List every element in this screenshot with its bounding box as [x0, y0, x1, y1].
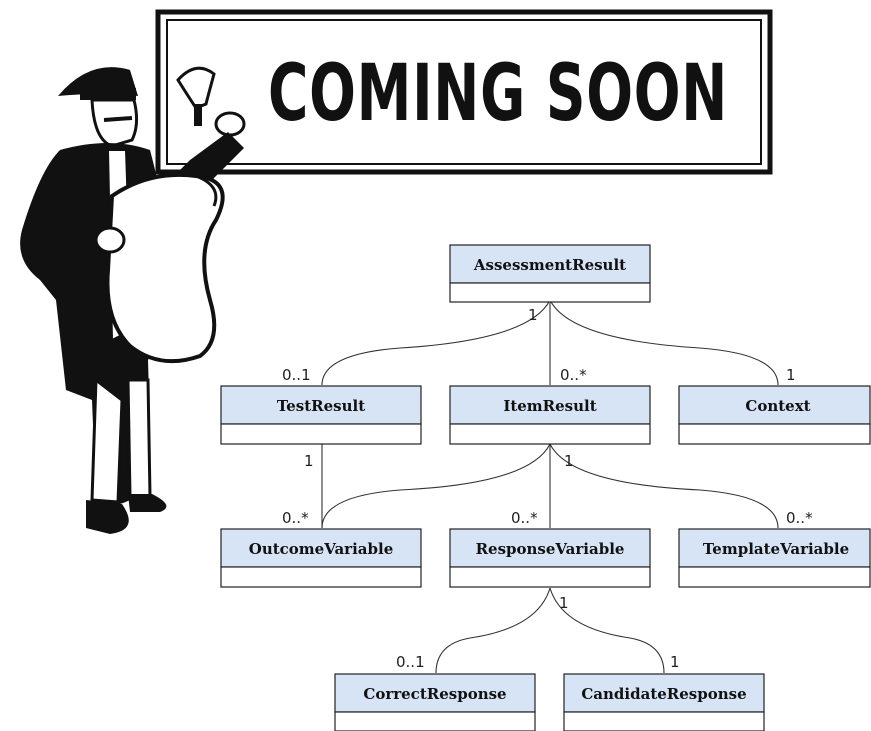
class-template-variable: TemplateVariable — [678, 528, 871, 588]
scroll-icon — [105, 172, 225, 364]
sign-inner-frame — [166, 19, 762, 165]
class-outcome-variable: OutcomeVariable — [220, 528, 422, 588]
class-name: ItemResult — [503, 397, 596, 415]
assoc-ar-testresult — [321, 299, 551, 386]
town-crier-illustration — [20, 66, 246, 534]
class-context: Context — [678, 385, 871, 445]
mult-rv-source: 1 — [559, 594, 569, 612]
mult-tr-source: 1 — [304, 452, 314, 470]
mult-ar-source: 1 — [528, 306, 538, 324]
class-item-result: ItemResult — [449, 385, 651, 445]
class-response-variable: ResponseVariable — [449, 528, 651, 588]
class-name: CorrectResponse — [363, 685, 506, 703]
sign-text: COMING SOON — [268, 49, 728, 139]
cap-icon — [58, 67, 138, 100]
class-test-result: TestResult — [220, 385, 422, 445]
assoc-ar-context — [549, 299, 779, 386]
uml-associations — [321, 299, 779, 674]
assoc-ir-outcome — [321, 443, 551, 529]
mult-rv-correct: 0..1 — [396, 653, 425, 671]
class-correct-response: CorrectResponse — [334, 673, 536, 731]
coming-soon-sign: COMING SOON — [155, 9, 773, 175]
class-name: AssessmentResult — [473, 256, 626, 274]
assoc-rv-correct — [435, 587, 551, 674]
class-assessment-result: AssessmentResult — [449, 244, 651, 303]
mult-ir-source: 1 — [564, 452, 574, 470]
mult-ar-testresult: 0..1 — [282, 366, 311, 384]
class-name: TemplateVariable — [703, 540, 849, 558]
assoc-rv-candidate — [549, 587, 665, 674]
mult-rv-candidate: 1 — [670, 653, 680, 671]
assoc-ir-template — [549, 443, 779, 529]
class-candidate-response: CandidateResponse — [563, 673, 765, 731]
class-name: CandidateResponse — [581, 685, 746, 703]
mult-ir-outcome: 0..* — [511, 509, 538, 527]
mult-ar-context: 1 — [786, 366, 796, 384]
mult-ar-itemresult: 0..* — [560, 366, 587, 384]
mult-ir-template: 0..* — [786, 509, 813, 527]
sign-outer-frame — [155, 9, 773, 175]
multiplicity-labels: 1 0..1 0..* 1 1 0..* 1 0..* 0..* 1 0..1 … — [282, 306, 813, 671]
class-name: ResponseVariable — [476, 540, 625, 558]
class-name: TestResult — [277, 397, 365, 415]
mult-tr-outcome: 0..* — [282, 509, 309, 527]
class-name: OutcomeVariable — [249, 540, 394, 558]
class-name: Context — [745, 397, 810, 415]
